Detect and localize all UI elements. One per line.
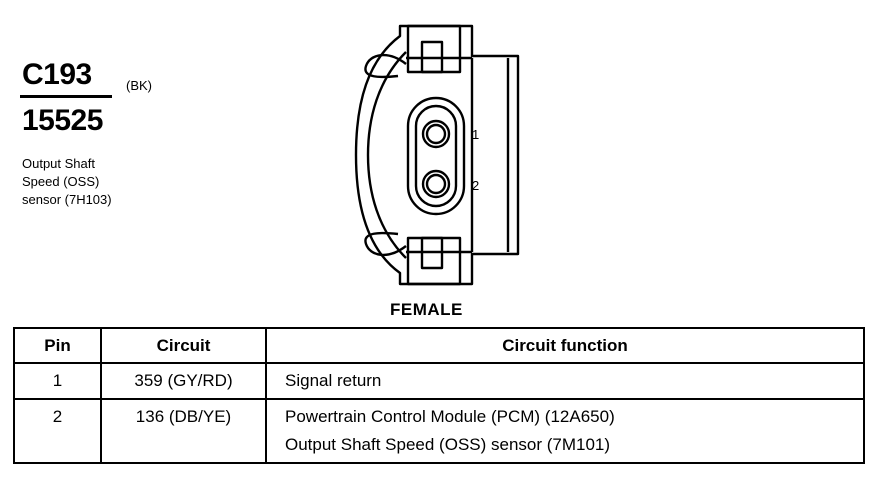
table-row: 1 359 (GY/RD) Signal return xyxy=(13,362,865,400)
pin-carrier-inner xyxy=(414,104,458,208)
housing-inner-wall xyxy=(366,51,407,259)
top-latch xyxy=(406,24,462,74)
cell-circuit-text: 359 (GY/RD) xyxy=(134,371,233,390)
cell-function: Powertrain Control Module (PCM) (12A650)… xyxy=(265,398,865,464)
cell-circuit: 359 (GY/RD) xyxy=(100,362,267,400)
table-row: 2 136 (DB/YE) Powertrain Control Module … xyxy=(13,398,865,464)
housing-outline xyxy=(354,24,520,286)
top-lock-tab xyxy=(364,54,407,79)
cell-function-text: Output Shaft Speed (OSS) sensor (7M101) xyxy=(285,435,611,454)
pin-carrier-outer xyxy=(406,96,466,216)
description-line: Output Shaft xyxy=(22,156,95,171)
pin-label-1: 1 xyxy=(472,127,479,142)
table-header-row: Pin Circuit Circuit function xyxy=(13,327,865,364)
pin-cavity-1-inner xyxy=(425,123,447,145)
description-line: sensor (7H103) xyxy=(22,192,112,207)
cell-pin: 2 xyxy=(13,398,102,464)
bottom-latch xyxy=(406,236,462,286)
pin-cavity-2 xyxy=(421,169,451,199)
header-circuit: Circuit xyxy=(100,327,267,364)
pin-cavity-2-inner xyxy=(425,173,447,195)
pin-label-2: 2 xyxy=(472,178,479,193)
cell-function-text: Signal return xyxy=(285,371,382,390)
cell-function-text: Powertrain Control Module (PCM) (12A650) xyxy=(285,407,615,426)
cell-pin-text: 2 xyxy=(52,407,63,426)
cell-circuit-text: 136 (DB/YE) xyxy=(135,407,232,426)
cell-function: Signal return xyxy=(265,362,865,400)
cell-pin: 1 xyxy=(13,362,102,400)
connector-part-number: 15525 xyxy=(22,104,103,137)
description-line: Speed (OSS) xyxy=(22,174,100,189)
connector-id-underline xyxy=(20,95,112,98)
connector-gender: FEMALE xyxy=(390,300,463,319)
cell-pin-text: 1 xyxy=(52,371,63,390)
connector-id: C193 xyxy=(22,58,92,91)
bottom-lock-tab xyxy=(364,231,407,256)
pin-table: Pin Circuit Circuit function 1 359 (GY/R… xyxy=(13,327,865,464)
header-pin: Pin xyxy=(13,327,102,364)
header-function: Circuit function xyxy=(265,327,865,364)
connector-description: Output Shaft Speed (OSS) sensor (7H103) xyxy=(22,155,112,209)
cell-circuit: 136 (DB/YE) xyxy=(100,398,267,464)
connector-color-code: (BK) xyxy=(126,78,152,93)
pin-cavity-1 xyxy=(421,119,451,149)
connector-face-diagram: 1 2 xyxy=(354,24,520,286)
